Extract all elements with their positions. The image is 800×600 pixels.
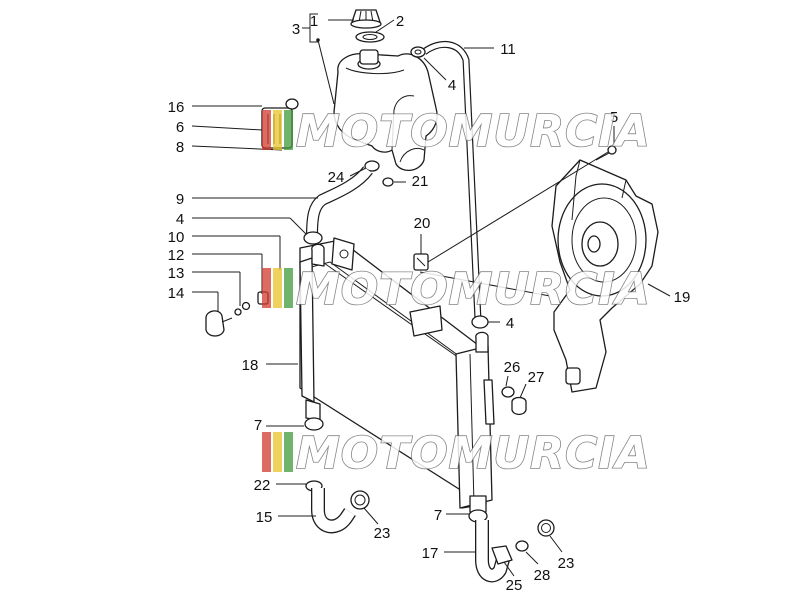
filler-cap bbox=[350, 9, 382, 29]
hose-fitting-25 bbox=[491, 545, 513, 565]
radiator-plug bbox=[501, 386, 527, 416]
callout-7-upper: 7 bbox=[254, 417, 262, 434]
callout-19: 19 bbox=[674, 289, 691, 306]
watermark-top: MOTOMURCIA bbox=[262, 105, 651, 158]
callout-27: 27 bbox=[528, 369, 545, 386]
hose-clamp-4a bbox=[410, 46, 426, 58]
upper-hose bbox=[306, 166, 373, 237]
callout-8: 8 bbox=[176, 139, 184, 156]
watermark-stripe-yellow bbox=[273, 268, 282, 308]
watermark-stripe-yellow bbox=[273, 432, 282, 472]
tank-outlet-clamp bbox=[364, 160, 394, 187]
callout-22: 22 bbox=[254, 477, 271, 494]
callout-9: 9 bbox=[176, 191, 184, 208]
callout-16: 16 bbox=[168, 99, 185, 116]
callout-23-left: 23 bbox=[374, 525, 391, 542]
watermark-text: MOTOMURCIA bbox=[296, 106, 651, 157]
callout-24: 24 bbox=[328, 169, 345, 186]
callout-13: 13 bbox=[168, 265, 185, 282]
callout-2: 2 bbox=[396, 13, 404, 30]
overflow-pipe bbox=[421, 41, 482, 321]
radiator bbox=[299, 237, 495, 513]
watermark-stripe-red bbox=[262, 432, 271, 472]
lower-right-hose bbox=[475, 520, 511, 583]
watermark-stripe-green bbox=[284, 110, 293, 150]
callout-4-right: 4 bbox=[506, 315, 514, 332]
callout-labels: 1 2 3 4 11 16 6 8 5 24 21 9 4 20 10 12 1… bbox=[168, 13, 691, 594]
watermark-middle: MOTOMURCIA bbox=[262, 263, 651, 316]
hose-clamp-23a bbox=[350, 490, 370, 510]
callout-1: 1 bbox=[310, 13, 318, 30]
callout-12: 12 bbox=[168, 247, 185, 264]
cap-seal bbox=[355, 31, 385, 43]
hose-clamp-4b bbox=[303, 231, 323, 245]
callout-7-lower: 7 bbox=[434, 507, 442, 524]
hose-clamp-28 bbox=[515, 540, 529, 552]
hose-clamp-23b bbox=[537, 519, 555, 537]
callout-14: 14 bbox=[168, 285, 185, 302]
watermark-text: MOTOMURCIA bbox=[296, 428, 651, 479]
watermark-stripe-red bbox=[262, 110, 271, 150]
watermark-text: MOTOMURCIA bbox=[296, 264, 651, 315]
callout-25: 25 bbox=[506, 577, 523, 594]
watermark-stripe-green bbox=[284, 268, 293, 308]
expansion-tank bbox=[333, 49, 438, 171]
callout-26: 26 bbox=[504, 359, 521, 376]
callout-6: 6 bbox=[176, 119, 184, 136]
callout-4-hose: 4 bbox=[176, 211, 184, 228]
hose-clamp-7a bbox=[304, 417, 324, 431]
callout-10: 10 bbox=[168, 229, 185, 246]
callout-23-right: 23 bbox=[558, 555, 575, 572]
callout-15: 15 bbox=[256, 509, 273, 526]
watermark-stripe-green bbox=[284, 432, 293, 472]
watermark-stripe-yellow bbox=[273, 110, 282, 150]
callout-11: 11 bbox=[500, 41, 516, 58]
fan-shroud bbox=[551, 159, 659, 393]
callout-17: 17 bbox=[422, 545, 439, 562]
watermark-bottom: MOTOMURCIA bbox=[262, 427, 651, 480]
hose-clamp-4c bbox=[471, 315, 489, 329]
watermark-stripe-red bbox=[262, 268, 271, 308]
callout-20: 20 bbox=[414, 215, 431, 232]
fan-bolt bbox=[595, 145, 617, 161]
leader-lines bbox=[191, 13, 671, 577]
callout-28: 28 bbox=[534, 567, 551, 584]
lower-left-hose bbox=[311, 488, 356, 534]
callout-18: 18 bbox=[242, 357, 259, 374]
drain-plug-assembly bbox=[205, 291, 269, 337]
callout-3: 3 bbox=[292, 21, 300, 38]
callout-5: 5 bbox=[610, 109, 618, 126]
callout-4-tank: 4 bbox=[448, 77, 456, 94]
callout-21: 21 bbox=[412, 173, 429, 190]
